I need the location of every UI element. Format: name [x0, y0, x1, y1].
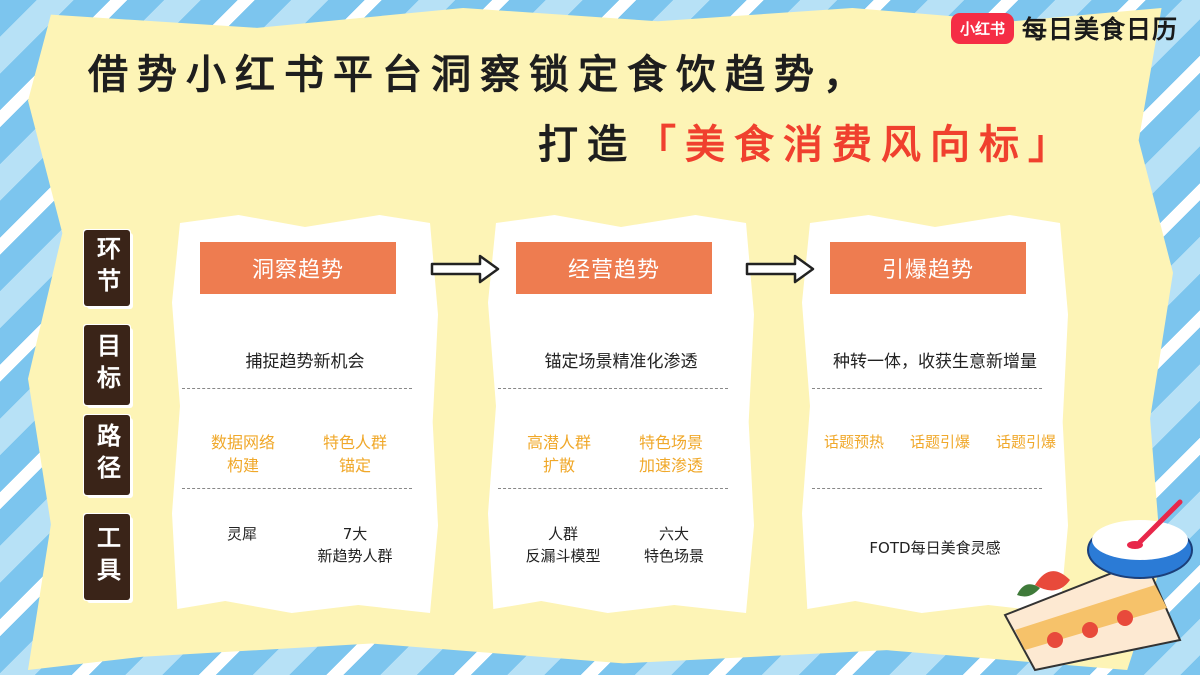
path-item: 特色场景加速渗透	[638, 433, 703, 475]
card-insight: 洞察趋势 捕捉趋势新机会 数据网络构建 特色人群锚定 灵犀 7大新趋势人群	[172, 215, 438, 613]
path-item: 话题引爆	[909, 433, 970, 451]
card-title: 洞察趋势	[200, 242, 396, 294]
card-goal: 种转一体，收获生意新增量	[833, 352, 1037, 372]
path-item: 话题引爆	[995, 433, 1056, 451]
headline-line-2: 打造「美食消费风向标」	[538, 112, 1077, 170]
card-operate: 经营趋势 锚定场景精准化渗透 高潜人群扩散 特色场景加速渗透 人群反漏斗模型 六…	[488, 215, 754, 613]
divider	[182, 488, 412, 489]
divider	[812, 388, 1042, 389]
brand-name: 每日美食日历	[1021, 15, 1178, 44]
path-item: 话题预热	[823, 433, 884, 451]
tool-item: 六大特色场景	[643, 525, 704, 565]
tool-item: FOTD每日美食灵感	[869, 539, 1001, 557]
tool-item: 灵犀	[226, 525, 257, 543]
card-title: 经营趋势	[516, 242, 712, 294]
tool-item: 人群反漏斗模型	[525, 525, 601, 565]
arrow-right-icon	[745, 254, 815, 284]
path-item: 特色人群锚定	[322, 433, 387, 475]
row-label-path: 路径	[84, 415, 130, 495]
headline-line-1: 借势小红书平台洞察锁定食饮趋势，	[88, 52, 872, 98]
card-goal: 锚定场景精准化渗透	[544, 352, 698, 372]
path-item: 数据网络构建	[210, 433, 275, 475]
path-item: 高潜人群扩散	[526, 433, 591, 475]
brand: 小红书 每日美食日历	[950, 10, 1178, 46]
divider	[498, 388, 728, 389]
row-label-stage: 环节	[84, 230, 130, 306]
headline-prefix: 打造	[538, 122, 636, 168]
divider	[812, 488, 1042, 489]
row-label-goal: 目标	[84, 325, 130, 405]
headline-accent: 「美食消费风向标」	[636, 122, 1077, 168]
divider	[498, 488, 728, 489]
divider	[182, 388, 412, 389]
card-title: 引爆趋势	[830, 242, 1026, 294]
card-ignite: 引爆趋势 种转一体，收获生意新增量 话题预热 话题引爆 话题引爆 FOTD每日美…	[802, 215, 1068, 613]
brand-logo: 小红书	[950, 12, 1014, 44]
arrow-right-icon	[430, 254, 500, 284]
tool-item: 7大新趋势人群	[317, 525, 393, 565]
cake-illustration	[1003, 499, 1193, 672]
row-label-tool: 工具	[84, 514, 130, 600]
card-goal: 捕捉趋势新机会	[245, 352, 365, 372]
